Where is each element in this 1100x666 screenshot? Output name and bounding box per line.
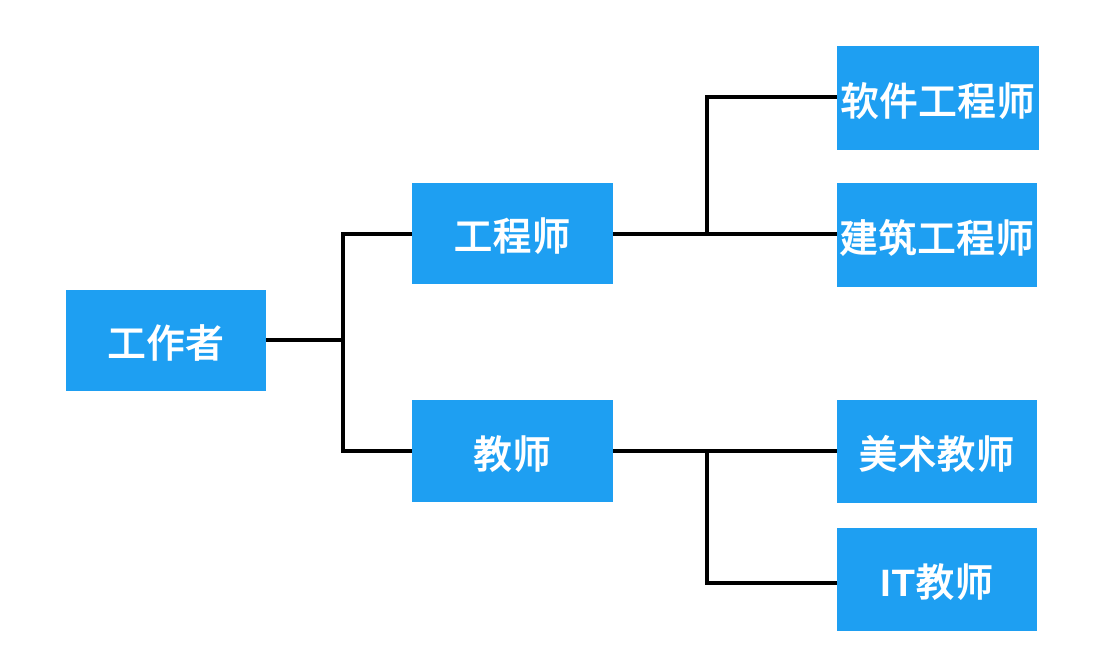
- edge-worker-to-engineer: [343, 232, 412, 236]
- node-art-teacher[interactable]: 美术教师: [837, 400, 1037, 503]
- node-worker[interactable]: 工作者: [66, 290, 266, 391]
- node-it-teacher[interactable]: IT教师: [837, 528, 1037, 631]
- edge-engineer-branch-vertical: [705, 95, 709, 236]
- node-teacher[interactable]: 教师: [412, 400, 613, 502]
- edge-teacher-to-art: [613, 449, 837, 453]
- edge-teacher-to-it: [705, 581, 837, 585]
- node-engineer[interactable]: 工程师: [412, 183, 613, 284]
- edge-engineer-to-construction: [613, 232, 837, 236]
- edge-worker-trunk: [266, 338, 343, 342]
- edge-teacher-branch-vertical: [705, 449, 709, 585]
- edge-level1-vertical: [341, 232, 345, 453]
- node-software-engineer[interactable]: 软件工程师: [837, 46, 1039, 150]
- edge-worker-to-teacher: [343, 449, 412, 453]
- node-construction-engineer[interactable]: 建筑工程师: [837, 183, 1037, 287]
- edge-engineer-to-software: [705, 95, 837, 99]
